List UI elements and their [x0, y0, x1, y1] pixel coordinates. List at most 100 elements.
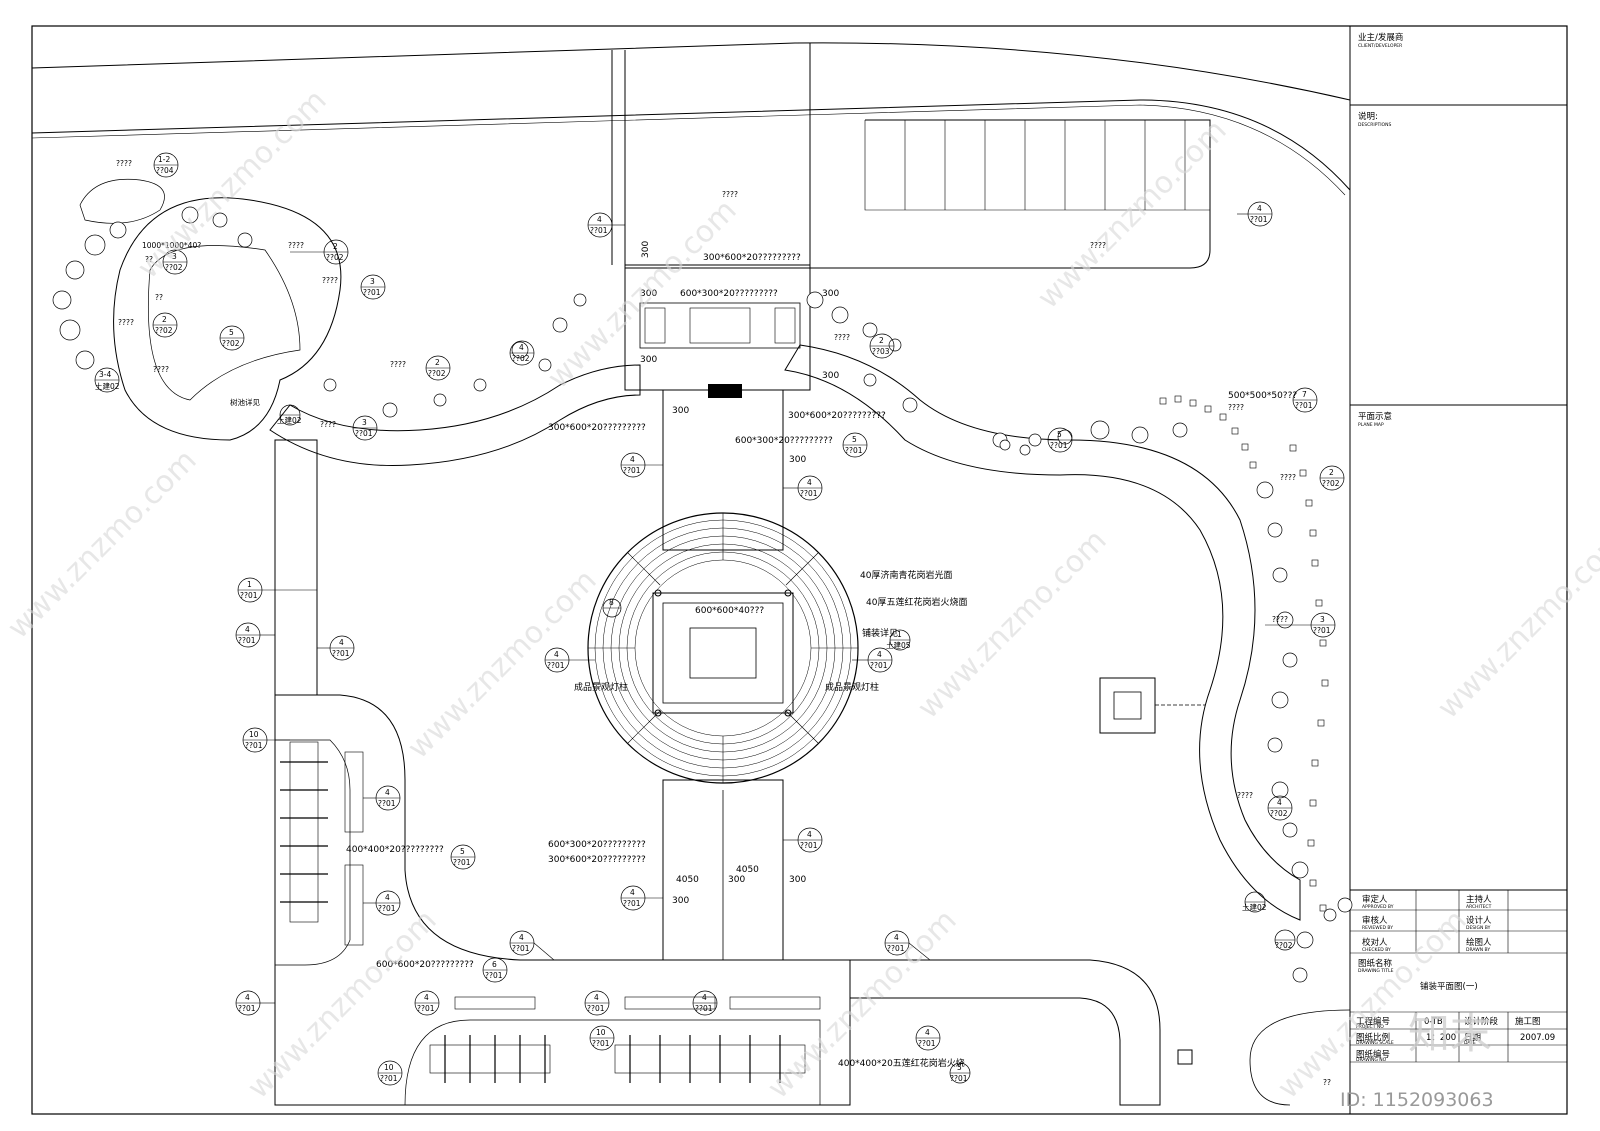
dim-300-h: 300 — [789, 875, 806, 885]
callout-4-01-n-num: 4 — [894, 933, 899, 942]
callout-4-01-b-ref: ??01 — [1250, 215, 1268, 224]
callout-4-01-h-ref: ??01 — [870, 661, 888, 670]
callout-2-02-b-num: 2 — [162, 315, 167, 324]
label-paving-600x300-south: 600*300*20????????? — [548, 840, 646, 850]
callout-sec-02-b-ref: 土建02 — [277, 415, 302, 425]
callout-5-02-num: 5 — [229, 328, 234, 337]
label-paving-500: 500*500*50??? — [1228, 391, 1297, 401]
client-label-en: CLIENT/DEVELOPER — [1358, 43, 1402, 49]
callout-7-01-ref: ??01 — [1295, 401, 1313, 410]
callout-4-01-i: 4 ??01 — [363, 785, 401, 811]
drawing-border — [31, 25, 1568, 1115]
label-unknown-7: ???? — [153, 365, 169, 374]
callout-4-02-e: 4 ??02 — [1267, 795, 1293, 821]
annotations: ???? 1000*1000*40? ?? ???? ???? ?? ???? … — [116, 159, 1331, 1087]
dim-300-g: 300 — [728, 875, 745, 885]
callout-2-02-b: 2 ??02 — [152, 312, 178, 338]
callout-3-02: 3 ??02 — [162, 249, 188, 275]
callout-7-01: 7 ??01 — [1292, 387, 1318, 413]
label-unknown-11: ???? — [1090, 241, 1106, 250]
callout-4-01-d: 4 ??01 — [783, 475, 823, 501]
label-unknown-8: ???? — [390, 360, 406, 369]
label-paving-1000: 1000*1000*40? — [142, 241, 201, 250]
callout-4-01-l: 4 ??01 — [363, 890, 401, 916]
label-unknown-3: ???? — [288, 241, 304, 250]
callout-5-01-a-ref: ??01 — [845, 446, 863, 455]
watermark-5: www.znzmo.com — [401, 563, 604, 766]
callout-4-01-b-num: 4 — [1257, 204, 1262, 213]
callout-4-01-h: 4 ??01 — [852, 647, 893, 673]
callout-4-01-c-ref: ??01 — [623, 466, 641, 475]
callout-2-02-c-num: 2 — [435, 358, 440, 367]
callout-4-01-i-ref: ??01 — [378, 799, 396, 808]
stepping-stones-east — [1159, 395, 1329, 912]
dim-300-c: 300 — [640, 355, 657, 365]
label-unknown-17: ?? — [1323, 1078, 1331, 1087]
label-granite-flame: 40厚五莲红花岗岩火烧面 — [866, 596, 967, 608]
notes-label-en: DESCRIPTIONS — [1358, 122, 1391, 128]
callout-6-01-num: 6 — [492, 960, 497, 969]
label-unknown-1: ???? — [116, 159, 132, 168]
callout-4-01-n-ref: ??01 — [887, 944, 905, 953]
callout-4-01-q-ref: ??01 — [587, 1004, 605, 1013]
dim-300-i: 300 — [672, 896, 689, 906]
callout-4-01-r: 4 ??01 — [692, 990, 718, 1016]
drawing-title-label: 图纸名称 — [1358, 958, 1393, 969]
bollard-square — [1177, 1049, 1193, 1065]
hex-paving-southeast — [849, 959, 1161, 1106]
project-no: 0-TB — [1424, 1017, 1443, 1027]
label-paving-300x600-west: 300*600*20????????? — [548, 423, 646, 433]
callout-4-01-l-ref: ??01 — [378, 904, 396, 913]
callout-4-01-b: 4 ??01 — [1237, 201, 1273, 227]
dim-300-a: 300 — [640, 289, 657, 299]
callout-6-01-ref: ??01 — [485, 971, 503, 980]
square-planter-east — [1099, 677, 1205, 734]
watermark-7: www.znzmo.com — [1431, 523, 1600, 726]
callout-4-01-e: 4 ??01 — [235, 622, 275, 648]
drawn-label: 绘图人 — [1466, 937, 1492, 948]
callout-2-02-a-ref: ??02 — [326, 253, 344, 262]
callout-2-03: 2 ??03 — [869, 333, 895, 359]
label-granite-polish: 40厚济南青花岗岩光面 — [860, 569, 952, 581]
callout-1-01-ref: ??01 — [240, 591, 258, 600]
callout-3-02-b-ref: ??02 — [1275, 941, 1293, 950]
callout-4-01-e-ref: ??01 — [238, 636, 256, 645]
callout-4-01-n: 4 ??01 — [884, 930, 931, 961]
callout-1-05-ref: 土建05 — [886, 640, 911, 650]
dim-300-f: 300 — [789, 455, 806, 465]
watermark-id: ID: 1152093063 — [1340, 1089, 1494, 1111]
winding-path-west — [269, 364, 641, 467]
callout-3-01-c-ref: ??01 — [1313, 626, 1331, 635]
callout-1-01-num: 1 — [247, 580, 252, 589]
callout-8: 8 — [602, 598, 622, 618]
callout-4-01-k-num: 4 — [630, 888, 635, 897]
callout-10-01-a: 10 ??01 — [242, 727, 290, 753]
callout-8-num: 8 — [609, 598, 614, 607]
stage-value: 施工图 — [1515, 1016, 1541, 1027]
callout-3-01-c-num: 3 — [1320, 615, 1325, 624]
callout-4-02-e-num: 4 — [1277, 798, 1282, 807]
dim-4050-a: 4050 — [676, 875, 699, 885]
callout-10-01-b-ref: ??01 — [592, 1039, 610, 1048]
label-unknown-4: ???? — [322, 276, 338, 285]
label-paving-detail: 铺装详见 — [862, 627, 898, 639]
callout-3-01-c: 3 ??01 — [1265, 612, 1336, 638]
callouts: 4 ??01 4 ??01 1-2 ??04 2 ??02 3 ??01 — [94, 152, 1345, 1086]
callout-5-02: 5 ??02 — [219, 325, 245, 351]
callout-5-01-a: 5 ??01 — [842, 432, 868, 458]
callout-4-01-p-num: 4 — [424, 993, 429, 1002]
label-unknown-5: ?? — [155, 293, 163, 302]
plaza-southwest — [274, 694, 851, 1106]
central-circular-plaza — [587, 512, 859, 784]
drawing-no-label-en: DRAWING NO — [1356, 1057, 1387, 1063]
callout-4-01-q: 4 ??01 — [584, 990, 610, 1016]
circular-plaza-nw — [113, 197, 342, 441]
callout-3-01-b: 3 ??01 — [352, 415, 378, 441]
watermark-1: www.znzmo.com — [131, 83, 334, 286]
key-plan-label-en: PLANE MAP — [1358, 422, 1384, 428]
callout-sec-02-b: 土建02 — [277, 404, 302, 426]
architect-label: 主持人 — [1466, 894, 1492, 905]
callout-3-02-num: 3 — [172, 252, 177, 261]
callout-2-02-a: 2 ??02 — [290, 239, 349, 265]
